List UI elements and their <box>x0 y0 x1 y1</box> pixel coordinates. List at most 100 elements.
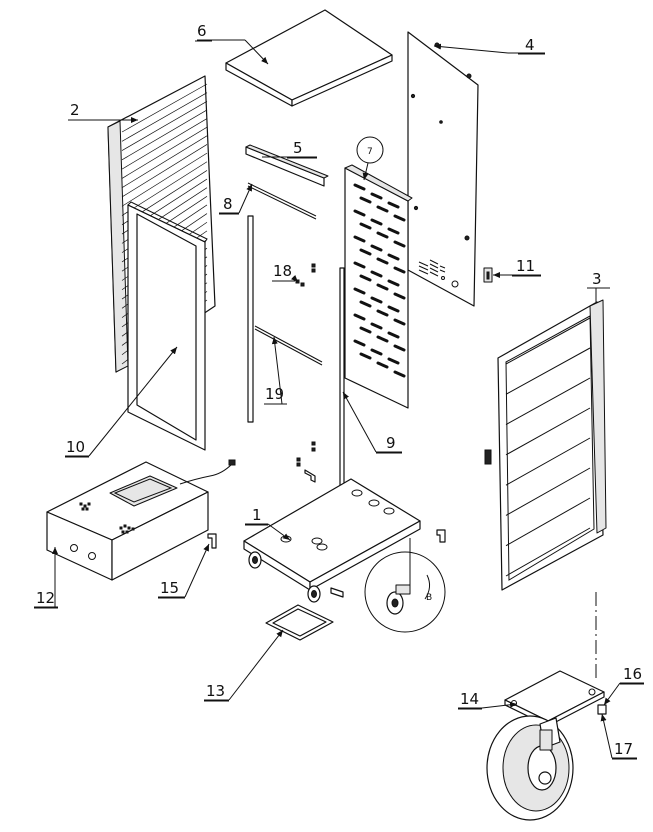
perforation-slot <box>387 331 400 339</box>
perforation-slot <box>376 335 389 343</box>
door-latch-part <box>483 267 493 283</box>
perforation-slot <box>370 270 383 278</box>
callout-4: 4 <box>525 36 535 54</box>
callout-labels: 2 6 4 5 7 8 18 19 10 9 11 3 1 12 15 13 1… <box>34 22 644 760</box>
perforation-slot <box>376 309 389 317</box>
frame-rung <box>505 407 591 456</box>
shelf-slat <box>121 118 208 170</box>
perforation-slot <box>353 339 366 347</box>
perforation-slot <box>353 261 366 269</box>
frame-rung <box>505 467 591 516</box>
vent-holes <box>79 502 135 534</box>
shelf-slat <box>121 109 208 161</box>
drip-tray <box>265 604 334 641</box>
perforation-slot <box>387 253 400 261</box>
base-platform <box>243 478 421 603</box>
callout-14: 14 <box>460 690 479 708</box>
shelf-slat <box>121 144 208 198</box>
perforation-slot <box>393 214 406 222</box>
frame-rung <box>505 347 591 395</box>
glass-door-frame <box>127 201 208 451</box>
shelf-slat <box>121 126 208 179</box>
callout-19: 19 <box>265 385 284 403</box>
perforation-slot <box>393 344 406 352</box>
perforation-slot <box>353 183 366 191</box>
perforation-slot <box>376 231 389 239</box>
top-crossbar <box>245 144 329 187</box>
perforation-slot <box>353 209 366 217</box>
mounting-screws <box>295 263 316 467</box>
callout-16: 16 <box>623 665 642 683</box>
perforation-slot <box>376 361 389 369</box>
shelf-slat <box>121 135 208 188</box>
perforation-slot <box>353 287 366 295</box>
control-knobs <box>70 544 96 560</box>
frame-rung <box>505 497 591 547</box>
perforation-slot <box>376 283 389 291</box>
perforation-slot <box>370 218 383 226</box>
frame-rung <box>505 317 591 365</box>
callout-6: 6 <box>197 22 207 40</box>
callout-1: 1 <box>252 506 262 524</box>
callout-11: 11 <box>516 257 535 275</box>
rear-panel <box>407 31 479 307</box>
callout-2: 2 <box>70 101 80 119</box>
callout-3: 3 <box>592 270 602 288</box>
callout-7-circle <box>356 136 384 164</box>
callout-9: 9 <box>386 434 396 452</box>
perforation-slot <box>359 222 372 230</box>
detail-marker-b: B <box>426 593 432 603</box>
rear-panel-vent-grille <box>418 259 446 277</box>
callout-8: 8 <box>223 195 233 213</box>
callout-17: 17 <box>614 740 633 758</box>
perforation-slot <box>370 296 383 304</box>
vertical-support-rod <box>339 267 345 491</box>
perforation-slot <box>393 266 406 274</box>
perforation-slot <box>359 274 372 282</box>
shelf-slat <box>121 100 208 151</box>
perforation-slot <box>387 279 400 287</box>
perforation-slot <box>387 357 400 365</box>
perforation-slot <box>387 201 400 209</box>
callout-13: 13 <box>206 682 225 700</box>
caster-detail-view <box>364 538 446 633</box>
perforation-slot <box>359 248 372 256</box>
shelf-slat <box>121 92 208 142</box>
perforation-slot <box>353 235 366 243</box>
perforation-slot <box>393 240 406 248</box>
callout-18: 18 <box>273 262 292 280</box>
callout-5: 5 <box>293 139 303 157</box>
frame-rod-set <box>247 182 323 423</box>
perforation-slot <box>359 196 372 204</box>
perforation-slot <box>359 352 372 360</box>
frame-rung <box>505 437 591 486</box>
shelf-slat <box>121 161 208 216</box>
perforation-slot <box>387 227 400 235</box>
frame-rung <box>505 377 591 426</box>
perforation-slot <box>393 318 406 326</box>
shelf-slat <box>121 152 208 207</box>
perforation-slot <box>387 305 400 313</box>
right-side-frame-panel <box>484 299 607 591</box>
perforation-slot <box>353 313 366 321</box>
callout-12: 12 <box>36 589 55 607</box>
perforation-slot <box>393 292 406 300</box>
perforation-slot <box>370 348 383 356</box>
callout-15: 15 <box>160 579 179 597</box>
shelf-slat <box>121 83 208 133</box>
base-wheels <box>248 551 321 603</box>
perforation-slot <box>376 205 389 213</box>
perforated-side-panel <box>344 164 413 409</box>
perforation-slot <box>359 326 372 334</box>
frame-rung <box>505 527 591 577</box>
callout-10: 10 <box>66 438 85 456</box>
large-caster-wheel <box>486 592 607 821</box>
top-cover-panel <box>225 9 393 107</box>
perforation-slot <box>359 300 372 308</box>
perforation-slot <box>393 370 406 378</box>
perforation-slot <box>370 244 383 252</box>
perforation-slot <box>370 192 383 200</box>
callout-7: 7 <box>367 147 373 157</box>
